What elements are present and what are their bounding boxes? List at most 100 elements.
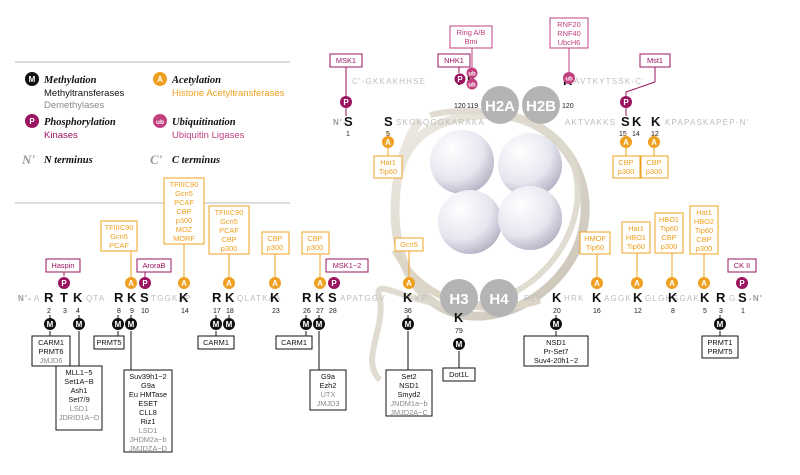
h2a-n-sequence: SKGKQGGKARAKA <box>396 118 485 127</box>
box-line: p300 <box>618 167 634 176</box>
h3-k36: K <box>403 290 413 305</box>
tfiiic-c-box <box>208 205 250 255</box>
marker-letter: M <box>553 320 560 329</box>
position-number: 16 <box>593 308 601 315</box>
hat1-tip60-top-box <box>373 155 403 179</box>
h2a-c-sequence: C'-GKKAKHHSE <box>352 77 426 86</box>
acetylation-marker <box>666 277 678 289</box>
acetylation-marker <box>125 277 137 289</box>
h3-histone <box>440 279 478 317</box>
position-number: 18 <box>226 308 234 315</box>
h4-seq-fragment: G <box>729 294 736 303</box>
acetylation-marker <box>698 277 710 289</box>
phosphorylation-icon-letter: P <box>29 117 35 126</box>
box-line: PCAF <box>219 226 239 235</box>
box-line: CBP <box>661 233 676 242</box>
h3-r8: R <box>114 290 124 305</box>
marker-letter: A <box>651 138 657 147</box>
box-line: Set1A~B <box>64 377 93 386</box>
marker-letter: M <box>717 320 724 329</box>
box-line: CLL8 <box>139 408 157 417</box>
marker-letter: P <box>142 279 148 288</box>
acetylation-marker <box>382 136 394 148</box>
legend-n-terminus: N terminus <box>43 155 93 166</box>
h2b-k15-residue: K <box>632 114 642 129</box>
set2-box <box>385 369 433 417</box>
box-line: JNDM1a~b <box>390 399 427 408</box>
methylation-marker <box>44 318 56 330</box>
marker-letter: A <box>623 138 629 147</box>
box-line: PRMT5 <box>96 338 121 347</box>
h3-position-numbers: 2 3 4 8 9 10 14 17 18 23 26 27 28 36 79 <box>47 308 463 335</box>
legend-acetylation-title: Acetylation <box>171 75 221 86</box>
box-line: Tip60 <box>695 226 713 235</box>
position-number: 14 <box>181 308 189 315</box>
nsd1-box <box>523 335 589 367</box>
h4-seq-fragment: RLV <box>524 294 543 303</box>
box-line: NSD1 <box>546 338 566 347</box>
ubiquitination-marker <box>466 78 478 90</box>
marker-letter: ub <box>468 72 476 78</box>
box-line: PRMT5 <box>707 347 732 356</box>
box-line: LSD1 <box>139 426 158 435</box>
h4-n-label: -N' <box>749 294 763 303</box>
methylation-marker <box>714 318 726 330</box>
box-line: p300 <box>696 244 712 253</box>
msk1-2-label: MSK1~2 <box>333 261 362 270</box>
hat1-hbo2-box <box>689 205 719 255</box>
box-line: PCAF <box>174 198 194 207</box>
box-line: MORF <box>173 234 195 243</box>
h2a-label: H2A <box>485 98 515 115</box>
h2b-s14-residue: S <box>621 114 630 129</box>
ubiquitination-icon <box>153 114 167 128</box>
suv39-box <box>123 369 173 453</box>
phosphorylation-icon <box>25 114 39 128</box>
carm1-prmt6-box <box>31 335 71 367</box>
tfiiic-b-box <box>163 177 205 245</box>
box-line: HBO1 <box>659 215 679 224</box>
methylation-icon <box>25 72 39 86</box>
marker-letter: M <box>316 320 323 329</box>
ubiquitination-marker <box>466 67 478 79</box>
acetylation-marker <box>269 277 281 289</box>
box-line: MLL1~5 <box>66 368 93 377</box>
h3-k18: K <box>225 290 235 305</box>
position-number: 23 <box>272 308 280 315</box>
acetylation-icon <box>153 72 167 86</box>
box-line: Smyd2 <box>397 390 420 399</box>
box-line: TFIIIC90 <box>215 208 244 217</box>
h2a-s1-residue: S <box>344 114 353 129</box>
marker-letter: A <box>669 279 675 288</box>
h2a-h2b-tails: C'-GKKAKHHSE T K 120 119 H2A H2B K 120 A… <box>333 73 749 138</box>
acetylation-icon-letter: A <box>157 75 163 84</box>
h2a-t-position: 120 <box>454 103 466 110</box>
box-line: p300 <box>221 244 237 253</box>
box-line: Tip60 <box>586 243 604 252</box>
box-line: Set7/9 <box>68 395 89 404</box>
box-line: Hat1 <box>380 158 396 167</box>
position-number: 1 <box>741 308 745 315</box>
h3-k4: K <box>73 290 83 305</box>
box-line: CARM1 <box>281 338 307 347</box>
h3-k27: K <box>315 290 325 305</box>
box-line: TFIIIC90 <box>170 180 199 189</box>
h2b-n-tail: KPAPASKAPEP-N' <box>665 118 749 127</box>
h4-r3: R <box>716 290 726 305</box>
g9a-box <box>309 369 347 411</box>
box-line: Eu HMTase <box>129 390 167 399</box>
h3-r26: R <box>302 290 312 305</box>
position-number: 8 <box>671 308 675 315</box>
h3-seq-fragment: TGGKAP <box>151 294 192 303</box>
methylation-marker <box>223 318 235 330</box>
h3-s28: S <box>328 290 337 305</box>
box-line: PCAF <box>109 241 129 250</box>
h2b-15-position: 15 <box>619 131 627 138</box>
gcn5-label: Gcn5 <box>400 240 418 249</box>
box-line: p300 <box>661 242 677 251</box>
h3-r17: R <box>212 290 222 305</box>
position-number: 3 <box>63 308 67 315</box>
marker-letter: M <box>128 320 135 329</box>
position-number: 5 <box>703 308 707 315</box>
marker-letter: M <box>303 320 310 329</box>
